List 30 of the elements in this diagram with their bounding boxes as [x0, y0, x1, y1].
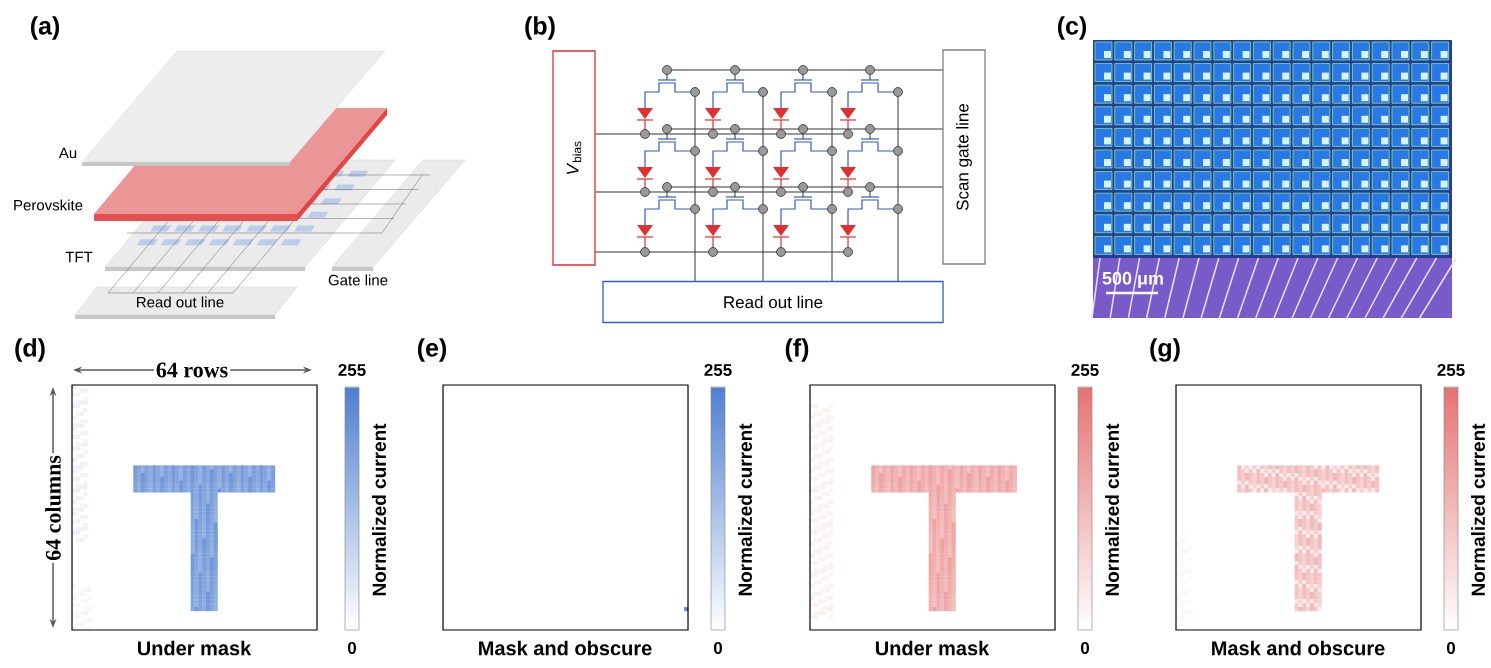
- colorbar-title: Normalized current: [1105, 423, 1119, 596]
- layer-label: Perovskite: [14, 199, 83, 211]
- map-caption: Under mask: [137, 640, 252, 656]
- colorbar-tick-label: 0: [347, 641, 357, 654]
- panel-label: (e): [417, 338, 447, 362]
- colorbar-tick-label: 255: [338, 363, 366, 376]
- layer-label: Au: [58, 147, 77, 159]
- panel-label: (b): [525, 16, 555, 40]
- colorbar-title: Normalized current: [1471, 423, 1485, 596]
- map-caption: Mask and obscure: [479, 640, 652, 656]
- panel-label: (g): [1150, 338, 1180, 362]
- colorbar-title: Normalized current: [738, 423, 752, 596]
- colorbar-tick-label: 0: [1080, 641, 1090, 654]
- panel-label: (a): [30, 16, 60, 40]
- bias-voltage-box: V$_{bias}$: [552, 50, 596, 266]
- layer-label: Read out line: [137, 296, 224, 308]
- colorbar-tick-label: 255: [1071, 363, 1099, 376]
- colorbar-tick-label: 255: [1437, 363, 1465, 376]
- colorbar-title: Normalized current: [372, 423, 386, 596]
- dimension-label: 64 columns: [43, 453, 63, 563]
- colorbar-tick-label: 0: [1446, 641, 1456, 654]
- panel-label: (d): [15, 338, 45, 362]
- colorbar-tick-label: 0: [713, 641, 723, 654]
- map-caption: Mask and obscure: [1212, 640, 1385, 656]
- map-caption: Under mask: [875, 640, 990, 656]
- layer-label: TFT: [65, 251, 93, 263]
- colorbar-tick-label: 255: [704, 363, 732, 376]
- dimension-label: 64 rows: [153, 360, 231, 380]
- layer-label: Gate line: [328, 274, 388, 286]
- panel-label: (c): [1057, 16, 1087, 40]
